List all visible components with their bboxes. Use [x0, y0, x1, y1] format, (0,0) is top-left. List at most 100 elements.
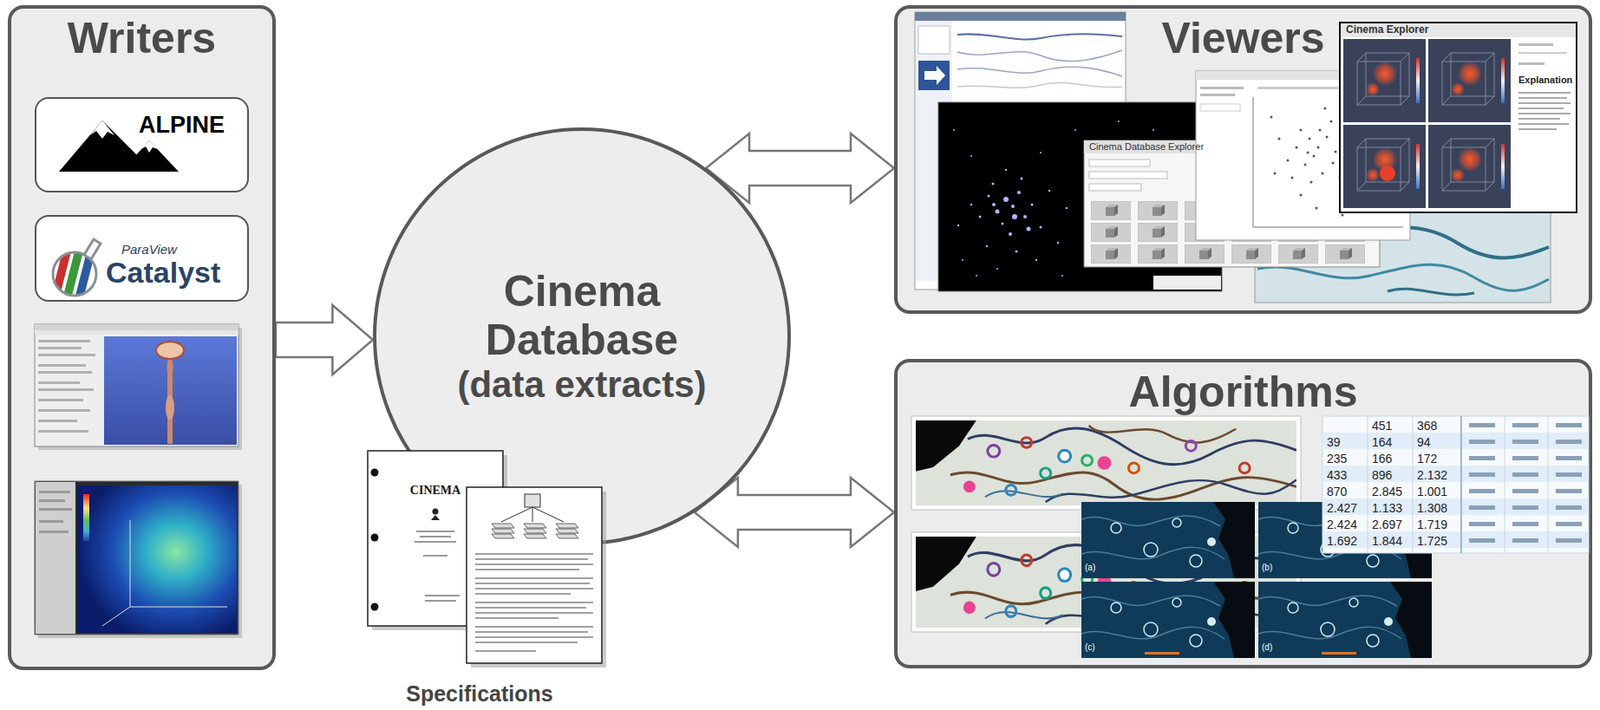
table-cell: 235: [1326, 451, 1347, 466]
table-cell: 368: [1417, 418, 1437, 433]
label-holder: 2.697: [1371, 517, 1403, 532]
viewers-panel: Viewers: [894, 5, 1593, 314]
data-table-image: [1322, 416, 1589, 554]
heading-text: Writers: [11, 13, 273, 65]
label-holder: 94: [1417, 435, 1431, 450]
catalyst-flask: [47, 239, 109, 308]
panel-heading: Explanation: [1518, 74, 1573, 86]
table-cell: 172: [1417, 451, 1437, 466]
window-title: Cinema Explorer: [1345, 24, 1429, 37]
node-text: (data extracts): [457, 364, 706, 406]
eddy-comparison-grid: [1081, 502, 1432, 659]
particle-viewer-window: [938, 102, 1222, 292]
catalyst-logo-box: ParaViewCatalyst: [34, 215, 249, 302]
table-cell: 1.844: [1371, 534, 1403, 549]
document-logo: CINEMA: [410, 483, 461, 498]
writers-panel: WritersALPINE ParaViewCatalyst: [7, 5, 276, 671]
table-cell: 2.132: [1417, 468, 1448, 483]
heading-text: Algorithms: [897, 367, 1589, 418]
label-holder: 172: [1417, 451, 1437, 466]
table-cell: 2.845: [1371, 484, 1403, 499]
label-holder: 1.692: [1326, 534, 1358, 549]
table-cell: 94: [1417, 435, 1431, 450]
label-holder: Cinema Database Explorer: [1089, 141, 1204, 153]
subfigure-label: (a): [1084, 562, 1096, 574]
label-holder: (c): [1084, 642, 1096, 654]
text-holder: Cinema Database(data extracts): [372, 127, 791, 546]
table-cell: 433: [1326, 468, 1347, 483]
label-holder: 1.725: [1417, 534, 1448, 549]
table-cell: 2.424: [1326, 517, 1358, 532]
label-holder: Cinema Explorer: [1345, 24, 1429, 37]
label-holder: 1.001: [1417, 484, 1448, 499]
label-holder: 896: [1371, 468, 1392, 483]
label-holder: 2.845: [1371, 484, 1403, 499]
table-cell: 164: [1371, 435, 1392, 450]
label-holder: 1.844: [1371, 534, 1403, 549]
label-holder: CINEMA: [410, 483, 461, 498]
algorithms-panel: Algorithms: [894, 359, 1593, 669]
table-cell: 166: [1371, 451, 1392, 466]
label-holder: 1.308: [1417, 501, 1448, 516]
label-holder: 451: [1371, 418, 1392, 433]
table-cell: 2.427: [1326, 501, 1358, 516]
table-cell: 2.697: [1371, 517, 1403, 532]
label-holder: 39: [1326, 435, 1341, 450]
label-holder: 2.427: [1326, 501, 1358, 516]
table-cell: 1.692: [1326, 534, 1358, 549]
table-cell: 39: [1326, 435, 1341, 450]
label-holder: 164: [1371, 435, 1392, 450]
alpine-logo-box: ALPINE: [34, 97, 249, 193]
block-arrow: [275, 305, 373, 375]
block-arrow: [705, 133, 895, 203]
heading-text: Viewers: [897, 13, 1589, 65]
scatter-viewer-window: [1195, 71, 1411, 241]
text-holder: ALPINE: [138, 111, 225, 139]
text-holder: Writers: [11, 13, 273, 65]
table-cell: 896: [1371, 468, 1392, 483]
label-holder: (d): [1261, 642, 1273, 654]
subfigure-label: (c): [1084, 642, 1096, 654]
subfigure-label: (d): [1261, 642, 1273, 654]
text-holder: Viewers: [897, 13, 1589, 65]
label-holder: 2.132: [1417, 468, 1448, 483]
database-explorer-window: [1084, 140, 1380, 268]
label-holder: 2.424: [1326, 517, 1358, 532]
table-cell: 1.725: [1417, 534, 1448, 549]
label-holder: 433: [1326, 468, 1347, 483]
table-cell: 1.133: [1371, 501, 1403, 516]
cinema-science-window: [914, 12, 1126, 290]
label-holder: 166: [1371, 451, 1392, 466]
text-holder: Algorithms: [897, 367, 1589, 418]
table-cell: 1.719: [1417, 517, 1448, 532]
window-title: Cinema Database Explorer: [1089, 141, 1204, 153]
node-text: ParaView: [121, 242, 221, 258]
subfigure-label: (b): [1261, 562, 1273, 574]
node-text: ALPINE: [138, 111, 225, 139]
alpine-mountains: [58, 120, 179, 172]
cinema-explorer-window: [1339, 22, 1577, 213]
label-holder: (a): [1084, 562, 1096, 574]
node-text: Catalyst: [105, 257, 221, 289]
label-holder: 235: [1326, 451, 1347, 466]
circle-shape: [374, 129, 790, 544]
table-cell: 451: [1371, 418, 1392, 433]
text-holder: ParaViewCatalyst: [105, 242, 221, 288]
label-holder: Specifications: [405, 681, 554, 707]
table-cell: 1.308: [1417, 501, 1448, 516]
label-holder: (b): [1261, 562, 1273, 574]
database-circle: Cinema Database(data extracts): [372, 127, 791, 546]
table-cell: 1.001: [1417, 484, 1448, 499]
label-holder: Explanation: [1518, 74, 1573, 86]
figure-label: Specifications: [405, 681, 554, 707]
heading-text: Cinema Database: [443, 267, 721, 365]
label-holder: 1.133: [1371, 501, 1403, 516]
table-cell: 870: [1326, 484, 1347, 499]
specification-documents: [367, 450, 607, 668]
paraview-screenshot: [34, 324, 242, 451]
label-holder: 870: [1326, 484, 1347, 499]
label-holder: 1.719: [1417, 517, 1448, 532]
eddy-detection-image: [911, 416, 1301, 633]
